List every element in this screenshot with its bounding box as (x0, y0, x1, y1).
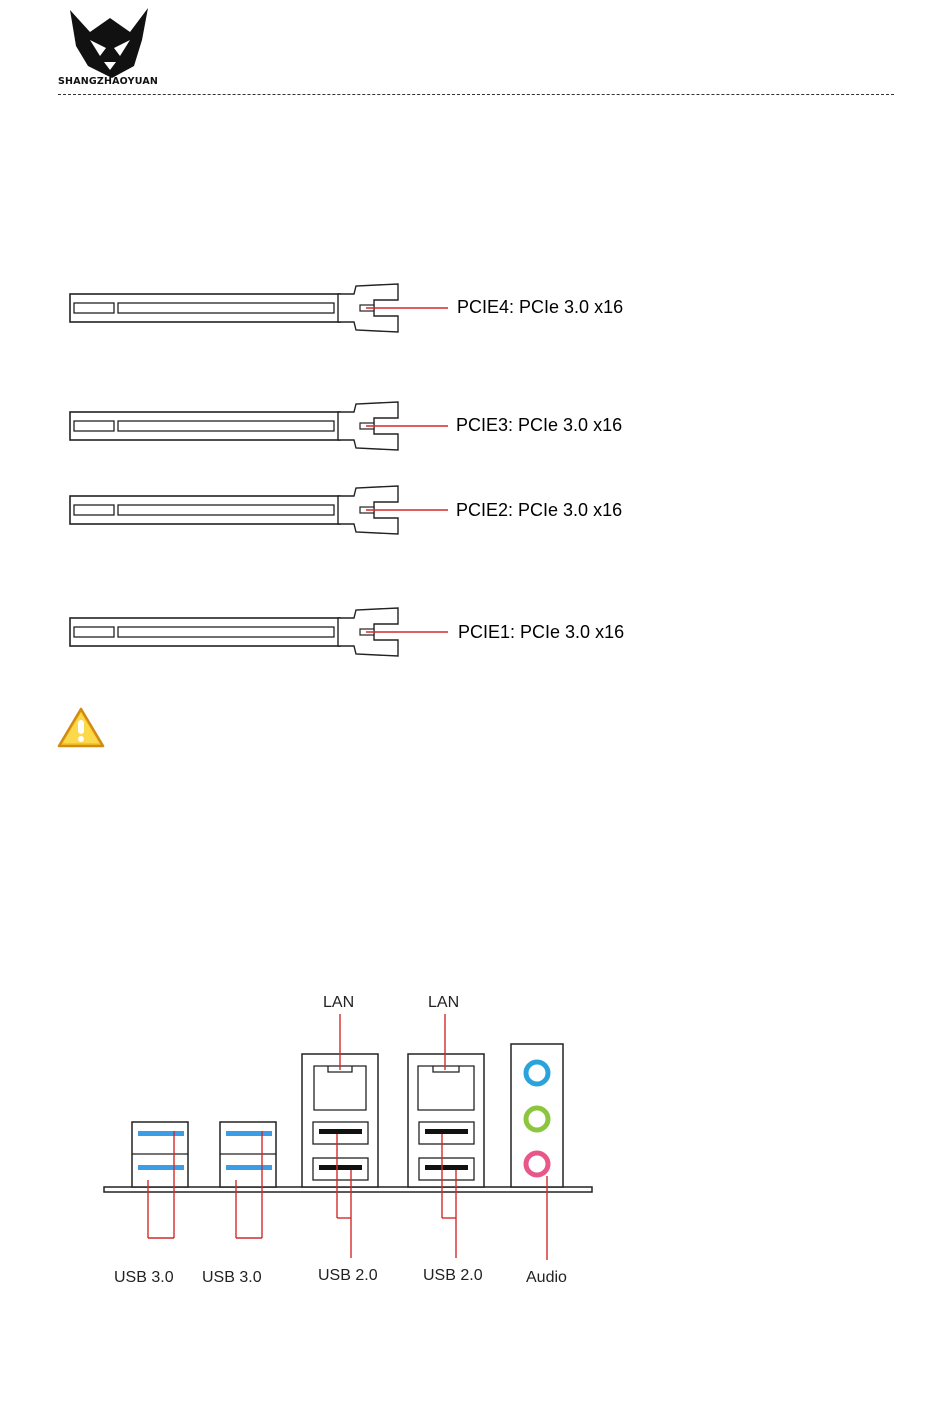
audio-label: Audio (526, 1269, 567, 1287)
pcie-slot-3 (70, 402, 448, 450)
pcie1-label: PCIE1: PCIe 3.0 x16 (458, 622, 624, 643)
lan-label-1: LAN (323, 994, 354, 1012)
lan-usb2-block-1 (302, 1054, 378, 1187)
usb3-label-1: USB 3.0 (114, 1269, 174, 1287)
usb3-label-2: USB 3.0 (202, 1269, 262, 1287)
pcie-slot-1 (70, 608, 448, 656)
pcie-slots-diagram (0, 270, 700, 670)
pcie-slot-2 (70, 486, 448, 534)
pcie2-label: PCIE2: PCIe 3.0 x16 (456, 500, 622, 521)
pcie4-label: PCIE4: PCIe 3.0 x16 (457, 297, 623, 318)
usb3-stack-1 (132, 1122, 188, 1187)
lan-usb2-block-2 (408, 1054, 484, 1187)
pcie3-label: PCIE3: PCIe 3.0 x16 (456, 415, 622, 436)
lan-label-2: LAN (428, 994, 459, 1012)
audio-stack (511, 1044, 563, 1187)
usb2-label-2: USB 2.0 (423, 1267, 483, 1285)
usb3-stack-2 (220, 1122, 276, 1187)
header-divider (58, 94, 894, 95)
usb2-label-1: USB 2.0 (318, 1267, 378, 1285)
warning-triangle-icon (56, 706, 106, 750)
brand-name: SHANGZHAOYUAN (58, 76, 158, 87)
rear-io-diagram (90, 990, 610, 1300)
pcie-slot-4 (70, 284, 448, 332)
